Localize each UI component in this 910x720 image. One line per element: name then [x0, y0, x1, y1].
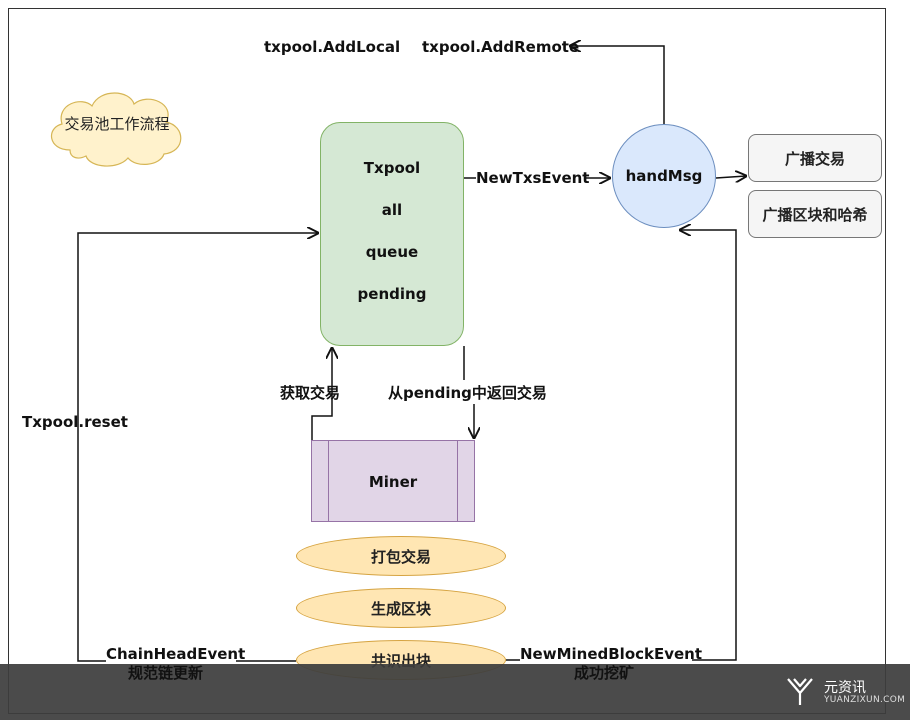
watermark-logo-icon [787, 678, 813, 705]
new-mined-block-label: NewMinedBlockEvent [520, 645, 703, 663]
watermark-cn: 元资讯 [824, 680, 866, 696]
chain-update-label: 规范链更新 [128, 664, 204, 682]
step-gen-block: 生成区块 [296, 588, 506, 628]
cloud-shape [51, 92, 182, 167]
broadcast-block-box: 广播区块和哈希 [748, 190, 882, 238]
newtxsevent-label: NewTxsEvent [476, 169, 590, 187]
miner-label: Miner [368, 473, 418, 491]
miner-right-bar [457, 441, 458, 521]
add-remote-label: txpool.AddRemote [422, 38, 580, 56]
chain-head-event-label: ChainHeadEvent [106, 645, 246, 663]
txpool-all: all [381, 201, 403, 219]
fetch-tx-label: 获取交易 [280, 384, 341, 402]
txpool-reset-arrow [77, 233, 318, 662]
miner-box: Miner [311, 440, 475, 522]
txpool-box: Txpool all queue pending [320, 122, 464, 346]
cloud-label: 交易池工作流程 [64, 115, 170, 133]
txpool-title: Txpool [363, 159, 421, 177]
mining-success-label: 成功挖矿 [574, 664, 635, 682]
return-tx-arrow [464, 346, 474, 438]
handmsg-to-broadcast-arrow [715, 176, 746, 178]
handmsg-node: handMsg [612, 124, 716, 228]
txpool-queue: queue [365, 243, 419, 261]
add-local-label: txpool.AddLocal [264, 38, 401, 56]
txpool-reset-label: Txpool.reset [22, 413, 128, 431]
watermark: 元资讯 YUANZIXUN.COM [784, 673, 906, 713]
handmsg-to-addremote-arrow [570, 46, 665, 124]
new-mined-block-arrow [506, 230, 737, 661]
fetch-tx-arrow [311, 348, 332, 440]
watermark-en: YUANZIXUN.COM [824, 695, 906, 705]
miner-left-bar [328, 441, 329, 521]
broadcast-tx-box: 广播交易 [748, 134, 882, 182]
return-tx-label: 从pending中返回交易 [388, 384, 547, 402]
txpool-pending: pending [357, 285, 427, 303]
step-pack-tx: 打包交易 [296, 536, 506, 576]
footer-band [0, 664, 910, 720]
